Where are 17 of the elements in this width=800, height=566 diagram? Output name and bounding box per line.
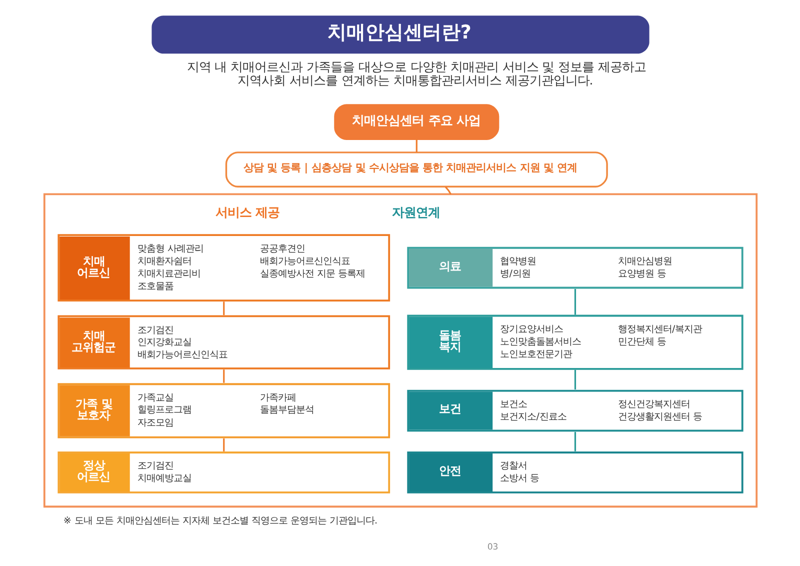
node-box: 치매안심센터 주요 사업: [334, 104, 499, 140]
connector: [415, 139, 417, 152]
connector: [222, 438, 224, 452]
connector: [574, 289, 576, 315]
cluster: [42, 193, 758, 508]
connector: [444, 186, 452, 195]
label: 자원연계: [391, 205, 440, 220]
label: 지역 내 치매어르신과 가족들을 대상으로 다양한 치매관리 서비스 및 정보를 제공하고 지역사회 서비스를 연계하는 치매통합관리서비스 제공기관입니다.: [186, 60, 646, 88]
diagram-title: 치매안심센터란?: [326, 21, 471, 44]
connector: [574, 432, 576, 452]
label: 03: [486, 542, 498, 553]
label: ※ 도내 모든 치매안심센터는 지자체 보건소별 직영으로 운영되는 기관입니다.: [62, 515, 377, 526]
label: 서비스 제공: [214, 205, 280, 220]
connector: [574, 370, 576, 390]
connector: [222, 302, 224, 316]
connector: [222, 370, 224, 383]
node-box: 상담 및 등록 | 심층상담 및 수시상담을 통한 치매관리서비스 지원 및 연계: [224, 152, 608, 188]
